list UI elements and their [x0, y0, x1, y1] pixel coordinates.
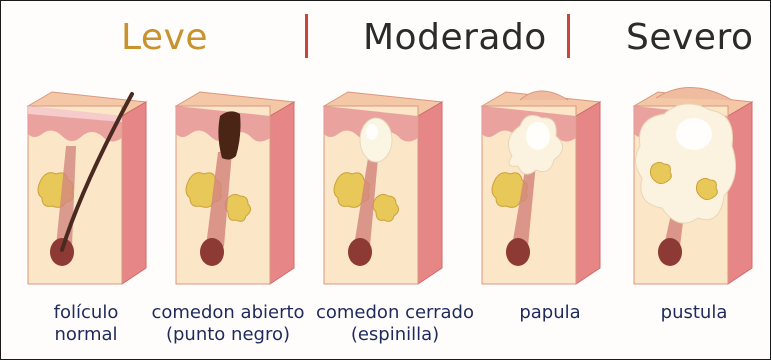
caption-line1: comedon abierto [148, 302, 308, 324]
normal-follicle-skin-diagram [22, 86, 152, 286]
figure-closed-comedone [318, 86, 448, 284]
pustule-skin-diagram [628, 86, 758, 286]
caption-open-comedone: comedon abierto (punto negro) [148, 302, 308, 346]
figure-papule [476, 86, 606, 284]
caption-normal-follicle: folículo normal [26, 302, 146, 346]
whitehead-skin-diagram [318, 86, 448, 286]
severity-label-severo: Severo [626, 18, 754, 58]
caption-line2: normal [26, 324, 146, 346]
caption-line1: pustula [646, 302, 742, 324]
caption-line1: papula [505, 302, 595, 324]
caption-line1: folículo [26, 302, 146, 324]
caption-line2: (espinilla) [314, 324, 476, 346]
figure-pustule [628, 86, 758, 284]
severity-label-moderado: Moderado [363, 18, 547, 58]
caption-papule: papula [505, 302, 595, 324]
severity-divider [305, 14, 308, 58]
caption-pustule: pustula [646, 302, 742, 324]
caption-line2: (punto negro) [148, 324, 308, 346]
caption-closed-comedone: comedon cerrado (espinilla) [314, 302, 476, 346]
severity-divider [567, 14, 570, 58]
severity-header: Leve Moderado Severo [0, 0, 771, 70]
figure-open-comedone [170, 86, 300, 284]
caption-line1: comedon cerrado [314, 302, 476, 324]
papule-skin-diagram [476, 86, 606, 286]
blackhead-skin-diagram [170, 86, 300, 286]
severity-label-leve: Leve [121, 18, 208, 58]
figure-normal-follicle [22, 86, 152, 284]
